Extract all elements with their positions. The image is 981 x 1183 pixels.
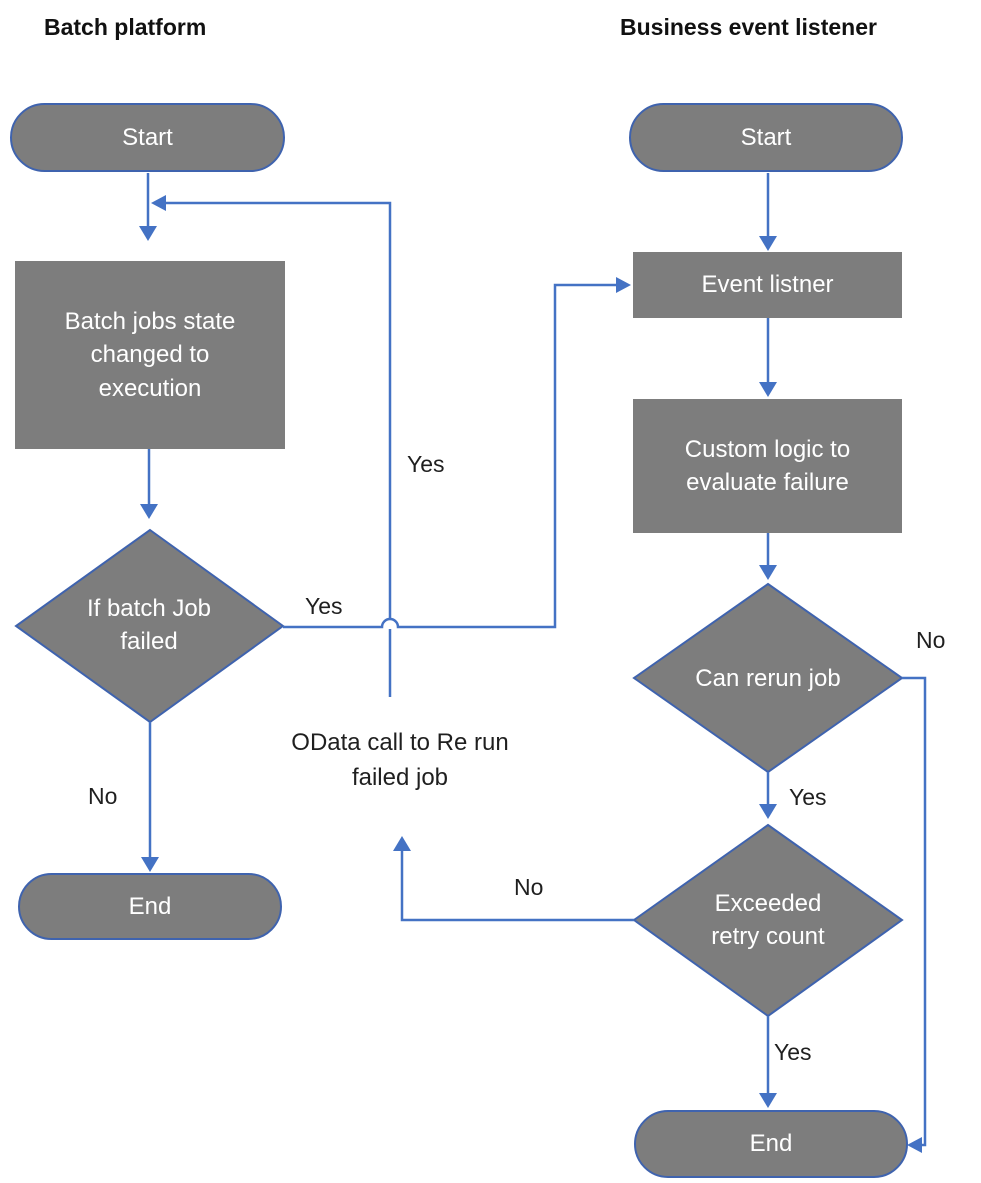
edge-label-can-rerun-yes: Yes [789, 784, 827, 810]
arrowhead-into-listener-end-right [907, 1137, 922, 1153]
edge-label-loop-yes: Yes [407, 451, 445, 477]
node-batch-start: Start [10, 103, 285, 172]
edge-batch-failed-yes [283, 283, 617, 629]
node-if-batch-job-failed-label: If batch Job failed [86, 595, 212, 656]
arrowhead-into-odata-note [393, 836, 411, 851]
node-can-rerun-job-label: Can rerun job [695, 665, 841, 692]
arrowhead-into-start-arrow [151, 195, 166, 211]
arrowhead-into-exceeded-retry [759, 804, 777, 819]
arrowhead-into-event-listener-left [616, 277, 631, 293]
arrowhead-into-custom-logic [759, 382, 777, 397]
arrowhead-into-can-rerun [759, 565, 777, 580]
node-listener-end: End [634, 1110, 908, 1178]
node-event-listener-label: Event listner [701, 271, 834, 299]
node-listener-start-label: Start [740, 123, 792, 151]
node-listener-end-label: End [749, 1130, 793, 1158]
node-batch-end: End [18, 873, 282, 940]
node-batch-start-label: Start [122, 123, 173, 151]
node-custom-logic-label: Custom logic to evaluate failure [684, 435, 851, 496]
arrowhead-into-batch-state [139, 226, 157, 241]
arrowhead-into-event-listener-top [759, 236, 777, 251]
node-batch-end-label: End [128, 892, 172, 920]
edge-label-exceeded-no: No [514, 874, 544, 900]
node-event-listener: Event listner [633, 252, 902, 318]
annotation-odata-note: OData call to Re run failed job [291, 729, 509, 791]
arrowhead-into-listener-end-top [759, 1093, 777, 1108]
edge-label-exceeded-yes: Yes [774, 1039, 812, 1065]
node-batch-jobs-state: Batch jobs state changed to execution [15, 261, 285, 449]
node-listener-start: Start [629, 103, 903, 172]
node-batch-jobs-state-label: Batch jobs state changed to execution [64, 308, 236, 402]
node-exceeded-retry-count-label: Exceeded retry count [711, 890, 825, 951]
lane-title-business-event-listener: Business event listener [620, 14, 877, 40]
edge-label-batch-failed-yes: Yes [305, 593, 343, 619]
arrowhead-into-batch-end [141, 857, 159, 872]
edge-can-rerun-no [902, 676, 927, 1147]
edge-label-batch-failed-no: No [88, 783, 118, 809]
line-hop-cover [381, 620, 399, 629]
arrowhead-into-batch-failed [140, 504, 158, 519]
edge-label-can-rerun-no: No [916, 627, 946, 653]
node-custom-logic: Custom logic to evaluate failure [633, 399, 902, 533]
lane-title-batch-platform: Batch platform [44, 14, 207, 40]
